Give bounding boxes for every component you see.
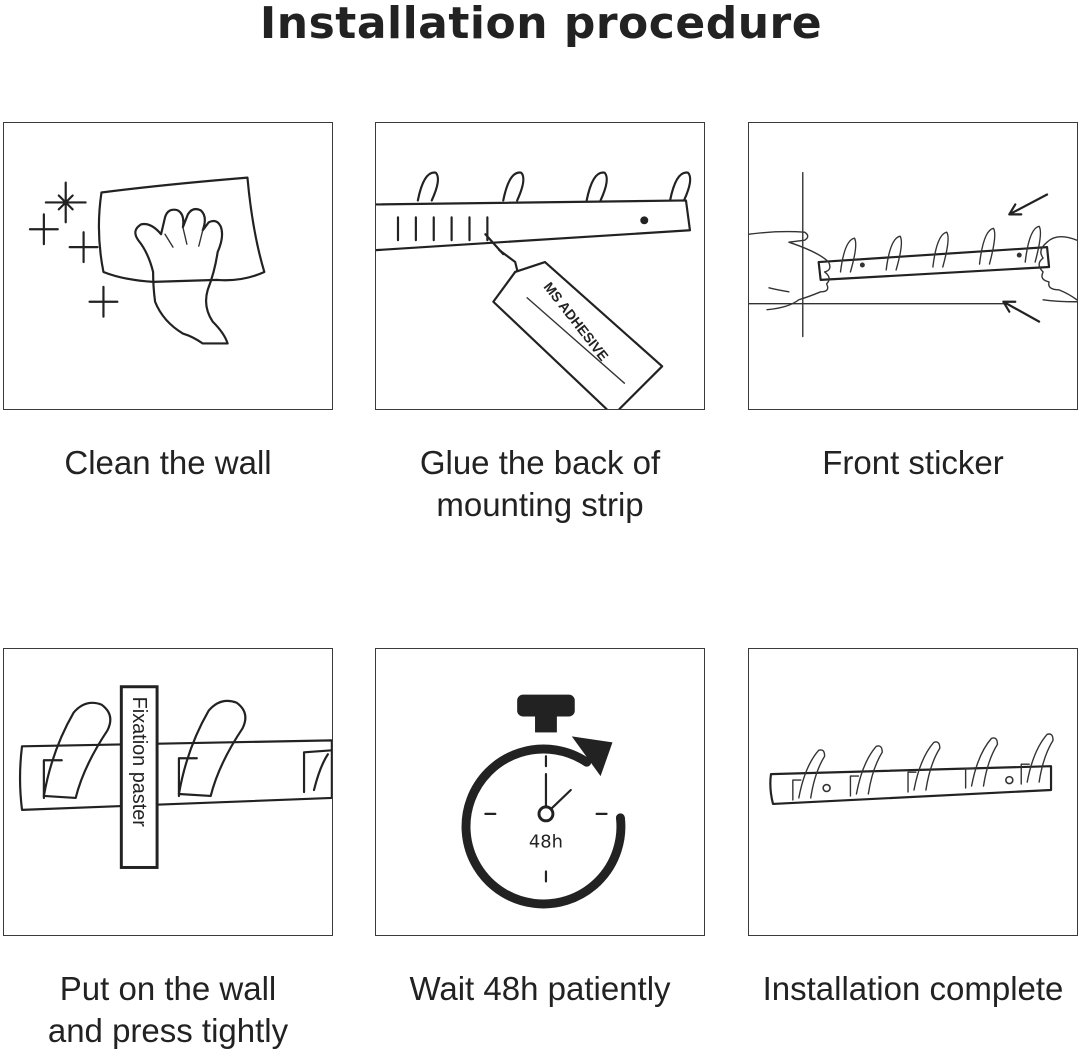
step-3-caption: Front sticker bbox=[822, 444, 1004, 481]
step-6-panel bbox=[748, 648, 1078, 936]
fixation-paster-icon: Fixation paster bbox=[18, 685, 332, 869]
step-4-caption: Put on the wall and press tightly bbox=[47, 970, 289, 1049]
stopwatch-icon: 48h bbox=[461, 694, 626, 909]
hands-press-strip-icon bbox=[749, 171, 1077, 338]
step-5-panel: 48h bbox=[375, 648, 705, 936]
tag-label: Fixation paster bbox=[128, 697, 150, 828]
step-6-caption: Installation complete bbox=[762, 970, 1064, 1007]
tube-label: MS ADHESIVE bbox=[541, 279, 612, 364]
step-1-caption: Clean the wall bbox=[64, 444, 272, 481]
adhesive-tube-icon: MS ADHESIVE bbox=[376, 171, 692, 409]
step-2-caption: Glue the back of mounting strip bbox=[419, 444, 661, 523]
page-title: Installation procedure bbox=[259, 0, 823, 49]
step-5-caption: Wait 48h patiently bbox=[409, 970, 671, 1007]
step-3-panel bbox=[748, 122, 1078, 410]
step-4-panel: Fixation paster bbox=[3, 648, 333, 936]
step-1-panel bbox=[3, 122, 333, 410]
step-2-panel: MS ADHESIVE bbox=[375, 122, 705, 410]
wipe-wall-icon bbox=[28, 176, 266, 345]
hook-rack-icon bbox=[769, 733, 1054, 806]
timer-label: 48h bbox=[529, 832, 563, 853]
